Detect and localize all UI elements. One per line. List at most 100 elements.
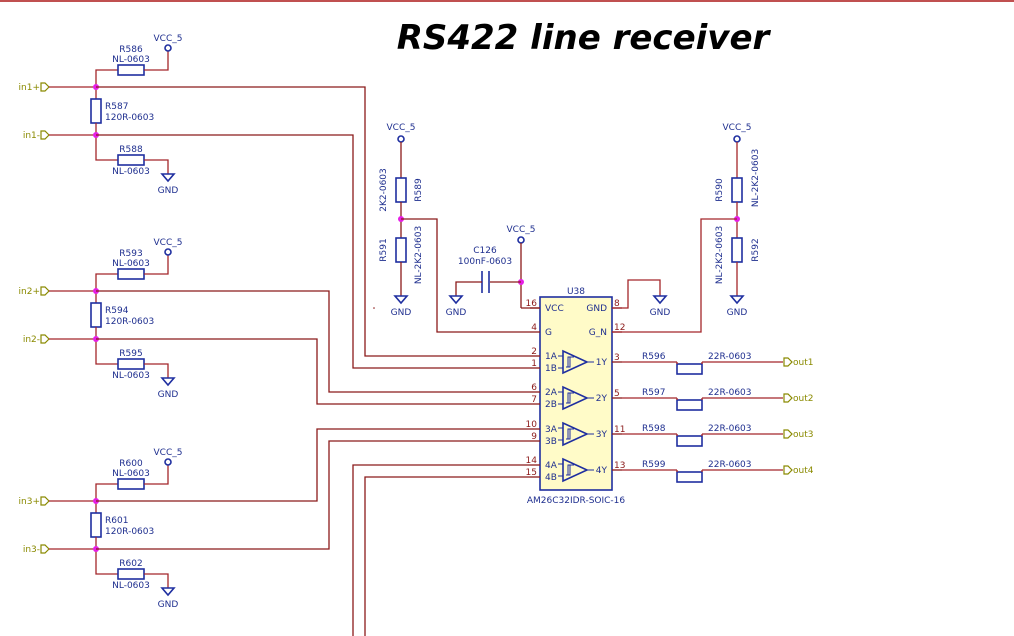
wire — [455, 281, 482, 296]
ic-pin-2Y[interactable]: 52Y — [596, 389, 622, 404]
resistor-R591[interactable] — [395, 237, 407, 263]
vcc-label: VCC_5 — [154, 238, 183, 248]
port-label: in3- — [23, 545, 40, 555]
pulldown-value: NL-0603 — [112, 371, 150, 381]
gnd-icon — [652, 295, 668, 305]
input-port-icon[interactable] — [40, 496, 50, 506]
buffer-triangle-icon — [562, 385, 589, 411]
resistor-series[interactable] — [676, 471, 703, 483]
wire-in1n-1B — [96, 134, 530, 369]
wire — [144, 51, 169, 71]
term-value: 120R-0603 — [105, 527, 154, 537]
schmitt-trigger-icon — [566, 464, 574, 476]
pin-number: 7 — [531, 395, 537, 405]
pin-name: 3A — [545, 425, 558, 435]
pin-name: 2A — [545, 388, 558, 398]
pin-number: 16 — [526, 299, 538, 309]
pin-name: 4Y — [596, 466, 608, 476]
resistor-series[interactable] — [676, 399, 703, 411]
schmitt-trigger-icon — [566, 428, 574, 440]
wire — [95, 339, 118, 365]
g-enable-divider: VCC_5 GND 2K2-0603 R589 R591 NL-2K2-0603 — [379, 123, 530, 333]
pin-number: 10 — [526, 420, 538, 430]
wire — [95, 273, 118, 291]
ic-pin-4Y[interactable]: 13 4Y — [596, 461, 626, 476]
ic-ref: U38 — [567, 287, 585, 297]
wire-in3n-3B — [96, 440, 530, 550]
pin-number: 6 — [531, 383, 537, 393]
pin-number: 14 — [526, 456, 538, 466]
gnd-icon — [448, 295, 464, 305]
pin-name: 1Y — [596, 358, 608, 368]
input-port-icon[interactable] — [40, 286, 50, 296]
pin-name: 1A — [545, 352, 558, 362]
R591-value: NL-2K2-0603 — [414, 226, 424, 284]
resistor-termination[interactable] — [90, 98, 102, 124]
receiver-buffer-2 — [558, 385, 594, 411]
resistor-R589[interactable] — [395, 177, 407, 203]
wire — [144, 363, 169, 378]
pulldown-value: NL-0603 — [112, 167, 150, 177]
resistor-termination[interactable] — [90, 512, 102, 538]
output-port-icon[interactable] — [783, 465, 793, 475]
resistor-pulldown[interactable] — [117, 154, 145, 166]
pin-name: G_N — [589, 328, 607, 338]
out-res-ref: R597 — [642, 388, 665, 398]
output-port-icon[interactable] — [783, 429, 793, 439]
pulldown-ref: R595 — [119, 349, 142, 359]
resistor-termination[interactable] — [90, 302, 102, 328]
term-value: 120R-0603 — [105, 113, 154, 123]
input-port-icon[interactable] — [40, 544, 50, 554]
resistor-pullup[interactable] — [117, 64, 145, 76]
output-port-label: out1 — [793, 358, 813, 368]
resistor-series[interactable] — [676, 435, 703, 447]
input-port-icon[interactable] — [40, 82, 50, 92]
sheet-title: RS422 line receiver — [397, 18, 772, 58]
pulldown-ref: R602 — [119, 559, 142, 569]
ic-pin-2A[interactable]: 6 2A — [530, 383, 558, 398]
ic-part: AM26C32IDR-SOIC-16 — [527, 496, 626, 506]
wire-in3p-3A — [96, 428, 530, 502]
stray-dot — [373, 307, 375, 309]
resistor-pullup[interactable] — [117, 478, 145, 490]
pin-number: 13 — [614, 461, 625, 471]
ic-pin-3A[interactable]: 10 3A — [526, 420, 558, 435]
output-port-icon[interactable] — [783, 357, 793, 367]
vcc-power-icon — [164, 458, 172, 466]
input-port-icon[interactable] — [40, 334, 50, 344]
gnd-label: GND — [391, 308, 412, 318]
gnd-label: GND — [158, 186, 179, 196]
resistor-pulldown[interactable] — [117, 358, 145, 370]
output-port-label: out2 — [793, 394, 813, 404]
R590-ref: R590 — [715, 178, 725, 202]
output-port-icon[interactable] — [783, 393, 793, 403]
pin-name: 2Y — [596, 394, 608, 404]
pin-number: 1 — [531, 359, 537, 369]
resistor-series[interactable] — [676, 363, 703, 375]
vcc-power-icon — [517, 236, 525, 244]
resistor-pullup[interactable] — [117, 268, 145, 280]
input-port-icon[interactable] — [40, 130, 50, 140]
wire-4B — [364, 476, 530, 636]
ic-pin-1Y[interactable]: 31Y — [596, 353, 622, 368]
pin-name: VCC — [545, 304, 564, 314]
input-blocks: in1+in1-VCC_5R586NL-0603R587120R-0603GND… — [19, 34, 183, 610]
resistor-R592[interactable] — [731, 237, 743, 263]
C126-ref: C126 — [473, 246, 497, 256]
pin-name: 3Y — [596, 430, 608, 440]
resistor-pulldown[interactable] — [117, 568, 145, 580]
gnd-label: GND — [158, 390, 179, 400]
resistor-R590[interactable] — [731, 177, 743, 203]
gnd-label: GND — [727, 308, 748, 318]
